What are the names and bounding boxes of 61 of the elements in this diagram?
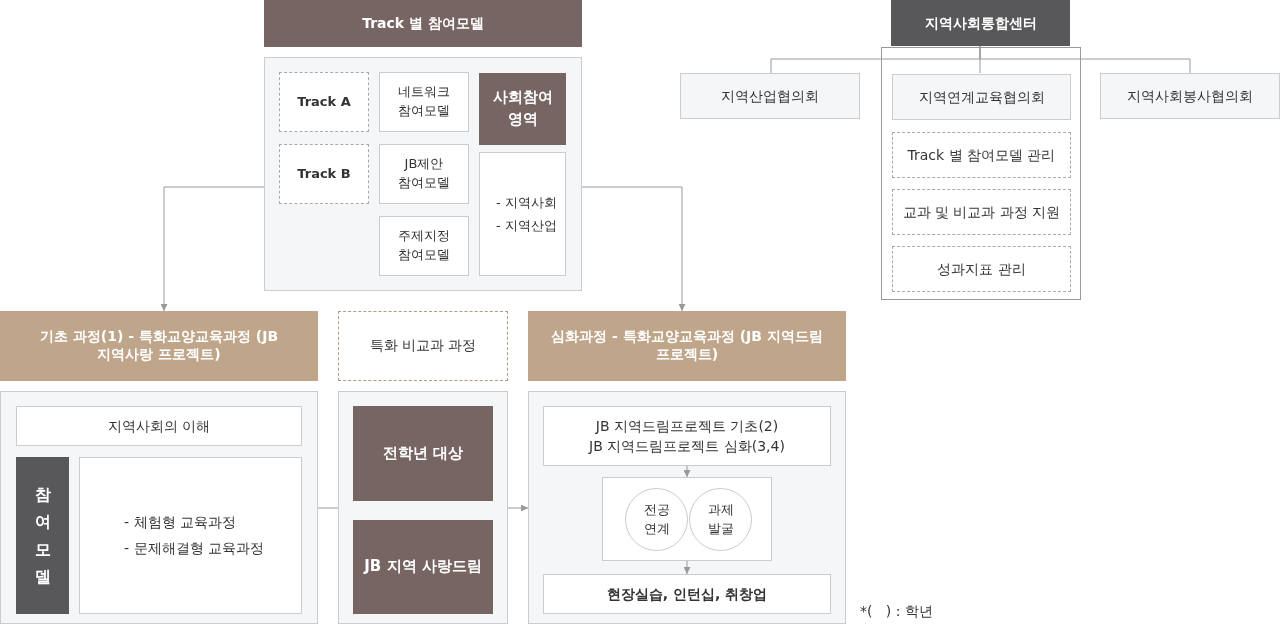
label-text: 지역사회의 이해 [106, 416, 212, 436]
label-text: 지역산업협의회 [720, 86, 820, 106]
label-text: - 문제해결형 교육과정 [123, 538, 265, 558]
label-text: 현장실습, 인턴십, 취창업 [605, 584, 769, 604]
connector-line [317, 507, 339, 509]
arrow [683, 560, 691, 575]
label-text: 네트워크 참여모델 [397, 83, 451, 120]
label-text: 주제지정 참여모델 [397, 227, 451, 264]
section-heading: 특화 비교과 과정 [338, 311, 508, 381]
topic-box [16, 406, 302, 446]
task-box [892, 246, 1071, 292]
label-text: 지역연계교육협의회 [917, 87, 1046, 107]
circle-group-box [602, 477, 772, 561]
label-text: 과제 발굴 [706, 500, 735, 538]
arrow [683, 465, 691, 478]
group-frame [881, 47, 1081, 300]
vertical-label-box [16, 457, 69, 614]
model-box [379, 144, 469, 204]
label-text: 사회참여 영역 [491, 87, 554, 130]
label-text: 지역사회통합센터 [923, 13, 1038, 33]
label-text: JB 지역드림프로젝트 심화(3,4) [587, 437, 786, 456]
label-text: 전학년 대상 [381, 442, 465, 464]
council-box [1100, 73, 1280, 119]
label-text: Track A [296, 92, 352, 111]
track-box [279, 72, 369, 132]
arrow [581, 186, 686, 312]
program-box [353, 406, 493, 501]
program-box [353, 520, 493, 614]
section-heading: 기초 과정(1) - 특화교양교육과정 (JB 지역사랑 프로젝트) [0, 311, 318, 381]
arrow [507, 504, 529, 512]
connector-line [979, 45, 1191, 74]
model-box [379, 72, 469, 132]
label-text: - 지역산업 [495, 217, 558, 235]
council-box [892, 74, 1071, 120]
label-text: JB 지역 사랑드림 [362, 556, 483, 578]
center-header [891, 0, 1070, 46]
label-text: - 체험형 교육과정 [123, 513, 237, 533]
list-box [79, 457, 302, 614]
label-text: 전공 연계 [642, 500, 671, 538]
council-box [680, 73, 860, 119]
label-text: Track B [296, 164, 352, 183]
task-box [892, 132, 1071, 178]
project-box [543, 406, 831, 466]
label-text: 성과지표 관리 [936, 259, 1027, 279]
label-text: - 지역사회 [495, 193, 558, 212]
track-box [279, 144, 369, 204]
list-box [479, 152, 566, 276]
model-box [379, 216, 469, 276]
section-heading: Track 별 참여모델 [264, 0, 582, 47]
label-text: 교과 및 비교과 과정 지원 [901, 202, 1062, 222]
vertical-label: 참여모델 [33, 484, 52, 588]
label-text: Track 별 참여모델 관리 [906, 145, 1057, 165]
task-box [892, 189, 1071, 235]
area-header [479, 73, 566, 145]
label-text: 지역사회봉사협의회 [1126, 86, 1254, 106]
label-text: JB 지역드림프로젝트 기초(2) [594, 416, 780, 436]
note-text: *( ) : 학년 [860, 603, 933, 621]
label-text: JB제안 참여모델 [397, 155, 451, 192]
arrow [160, 186, 265, 312]
outcome-box [543, 574, 831, 614]
section-heading: 심화과정 - 특화교양교육과정 (JB 지역드림 프로젝트) [528, 311, 846, 381]
